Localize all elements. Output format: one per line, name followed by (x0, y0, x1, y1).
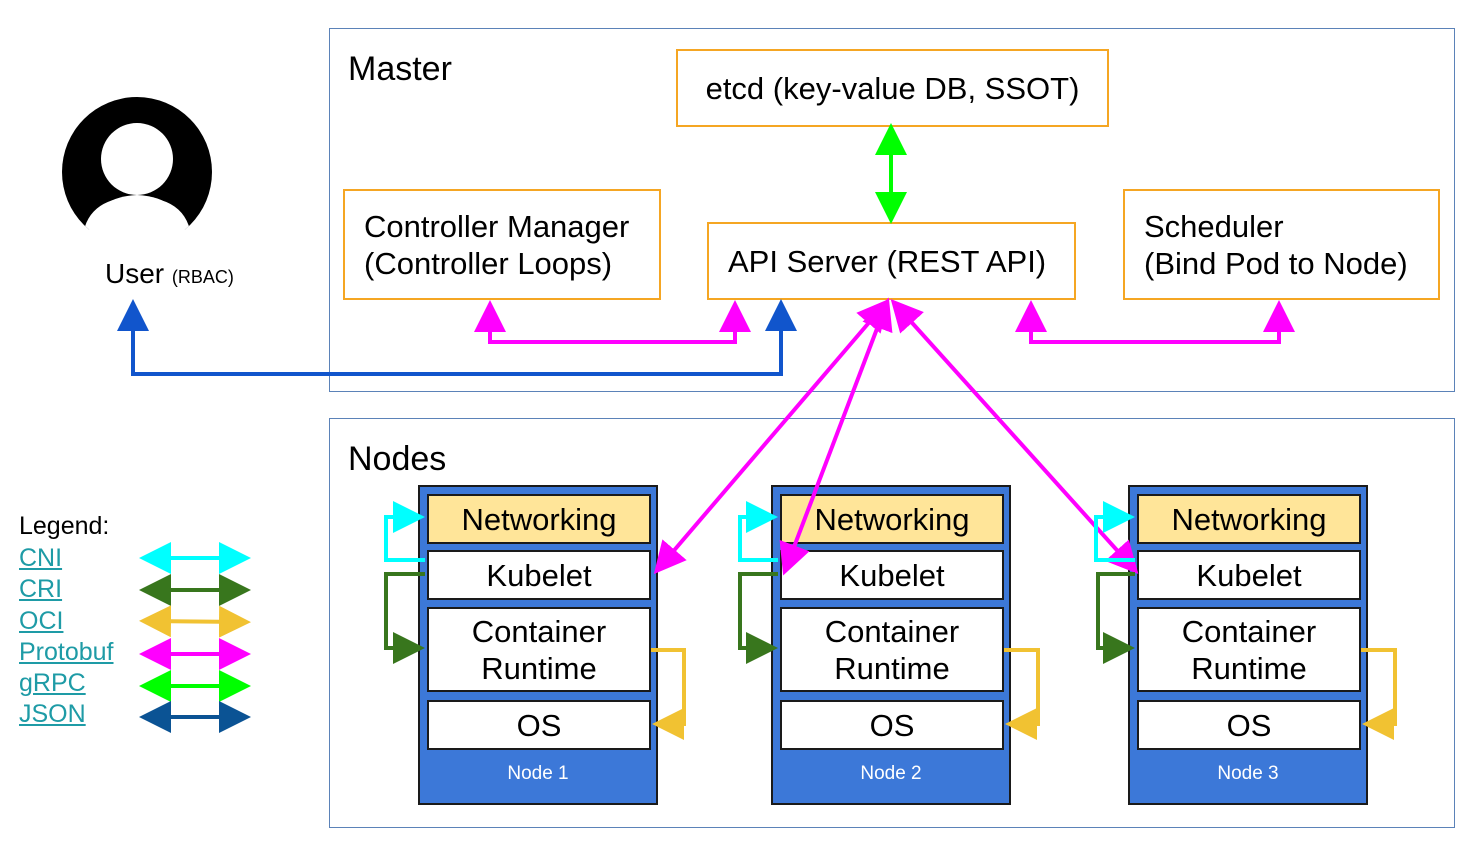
node-2-label: Node 2 (860, 763, 922, 784)
scheduler-box: Scheduler (Bind Pod to Node) (1123, 189, 1440, 300)
api-server-box: API Server (REST API) (707, 222, 1076, 300)
controller-manager-box: Controller Manager (Controller Loops) (343, 189, 661, 300)
legend-json-link[interactable]: JSON (19, 700, 86, 728)
node-3-kubelet: Kubelet (1137, 550, 1361, 600)
legend-protobuf-link[interactable]: Protobuf (19, 638, 114, 666)
user-label: User (RBAC) (105, 258, 234, 290)
user-avatar-icon (62, 97, 212, 250)
node-3-os: OS (1137, 700, 1361, 750)
etcd-label: etcd (key-value DB, SSOT) (705, 70, 1080, 106)
node-2-runtime-line1: Container (824, 613, 960, 649)
master-title: Master (348, 50, 452, 88)
node-1-label: Node 1 (507, 763, 569, 784)
controller-manager-title: Controller Manager (364, 208, 630, 244)
node-1: Networking Kubelet Container Runtime OS … (418, 485, 658, 805)
node-2-runtime-line2: Runtime (834, 650, 950, 686)
api-server-label: API Server (REST API) (728, 243, 1047, 279)
user-rbac-note: (RBAC) (171, 267, 234, 287)
node-3-networking: Networking (1137, 494, 1361, 544)
nodes-title: Nodes (348, 440, 447, 478)
etcd-box: etcd (key-value DB, SSOT) (676, 49, 1109, 127)
controller-manager-subtitle: (Controller Loops) (364, 245, 613, 281)
node-2-container-runtime: Container Runtime (780, 607, 1004, 692)
legend-oci-link[interactable]: OCI (19, 607, 64, 635)
node-1-container-runtime: Container Runtime (427, 607, 651, 692)
node-2-networking: Networking (780, 494, 1004, 544)
scheduler-subtitle: (Bind Pod to Node) (1144, 245, 1408, 281)
node-1-runtime-line1: Container (471, 613, 607, 649)
node-3-label: Node 3 (1217, 763, 1279, 784)
scheduler-title: Scheduler (1144, 208, 1284, 244)
user-name: User (105, 258, 165, 289)
legend-cni-link[interactable]: CNI (19, 544, 63, 572)
legend-oci-arrow (139, 605, 251, 638)
node-2-os: OS (780, 700, 1004, 750)
node-1-os: OS (427, 700, 651, 750)
legend-grpc-link[interactable]: gRPC (19, 669, 86, 697)
legend-title: Legend: (19, 512, 110, 540)
node-3-runtime-line1: Container (1181, 613, 1317, 649)
node-3-runtime-line2: Runtime (1191, 650, 1307, 686)
node-1-kubelet: Kubelet (427, 550, 651, 600)
node-3: Networking Kubelet Container Runtime OS … (1128, 485, 1368, 805)
node-2: Networking Kubelet Container Runtime OS … (771, 485, 1011, 805)
node-2-kubelet: Kubelet (780, 550, 1004, 600)
node-1-networking: Networking (427, 494, 651, 544)
node-3-container-runtime: Container Runtime (1137, 607, 1361, 692)
legend-cri-link[interactable]: CRI (19, 575, 63, 603)
node-1-runtime-line2: Runtime (481, 650, 597, 686)
